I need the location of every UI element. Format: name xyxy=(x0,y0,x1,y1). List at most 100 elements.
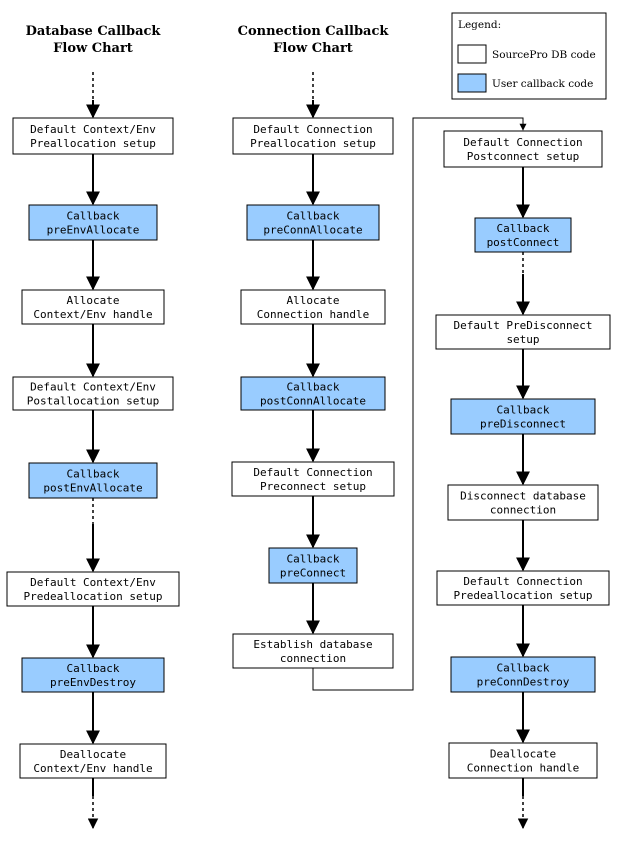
box-label-line: Deallocate xyxy=(490,748,556,761)
box-rect xyxy=(12,117,174,155)
box-label-line: Allocate xyxy=(287,294,340,307)
box-label-line: postEnvAllocate xyxy=(43,482,142,495)
box-label-line: Default Context/Env xyxy=(30,381,156,394)
column-title: Flow Chart xyxy=(53,41,133,56)
box-label-line: Default Connection xyxy=(253,466,372,479)
box-label-line: Callback xyxy=(287,210,340,223)
box-rect xyxy=(450,656,596,693)
box-label-line: preConnAllocate xyxy=(263,224,362,237)
box-label-line: preConnect xyxy=(280,567,346,580)
box-label-line: Default Connection xyxy=(463,575,582,588)
box-rect xyxy=(443,130,603,168)
box-label-line: Preconnect setup xyxy=(260,480,366,493)
box-label-line: Default Connection xyxy=(463,136,582,149)
box-label-line: connection xyxy=(490,504,556,517)
box-rect xyxy=(447,484,599,521)
box-rect xyxy=(28,204,158,241)
box-label-line: Callback xyxy=(497,662,550,675)
box-label-line: Default Connection xyxy=(253,123,372,136)
box-rect xyxy=(28,462,158,499)
box-label-line: Context/Env handle xyxy=(33,762,152,775)
box-label-line: Callback xyxy=(287,381,340,394)
box-rect xyxy=(448,742,598,779)
box-label-line: Callback xyxy=(67,662,120,675)
box-rect xyxy=(19,743,167,779)
box-label-line: Callback xyxy=(497,222,550,235)
box-label-line: preEnvAllocate xyxy=(47,224,140,237)
box-label-line: Establish database xyxy=(253,638,372,651)
box-label-line: preDisconnect xyxy=(480,418,566,431)
column-title: Flow Chart xyxy=(273,41,353,56)
box-rect xyxy=(268,547,358,584)
box-label-line: Connection handle xyxy=(467,762,580,775)
legend-swatch xyxy=(457,73,487,93)
box-label-line: Default Context/Env xyxy=(30,576,156,589)
box-rect xyxy=(450,398,596,435)
legend-title: Legend: xyxy=(458,19,501,31)
box-label-line: Context/Env handle xyxy=(33,308,152,321)
box-rect xyxy=(231,461,395,497)
column-title: Connection Callback xyxy=(238,24,390,39)
legend-item-label: SourcePro DB code xyxy=(492,49,596,61)
box-rect xyxy=(12,376,174,411)
box-label-line: Callback xyxy=(497,404,550,417)
box-label-line: postConnect xyxy=(487,236,560,249)
box-rect xyxy=(436,570,610,606)
box-rect xyxy=(435,314,611,350)
box-rect xyxy=(240,289,386,325)
box-label-line: Postconnect setup xyxy=(467,150,580,163)
box-label-line: postConnAllocate xyxy=(260,395,366,408)
box-label-line: preConnDestroy xyxy=(477,676,570,689)
column-title: Database Callback xyxy=(26,24,162,39)
box-label-line: Preallocation setup xyxy=(30,137,156,150)
box-label-line: Callback xyxy=(287,553,340,566)
box-label-line: Disconnect database xyxy=(460,490,586,503)
box-label-line: Default PreDisconnect xyxy=(453,319,592,332)
legend-item-label: User callback code xyxy=(492,78,593,90)
box-label-line: Postallocation setup xyxy=(27,395,159,408)
box-rect xyxy=(246,204,380,241)
box-label-line: preEnvDestroy xyxy=(50,676,136,689)
box-label-line: connection xyxy=(280,652,346,665)
box-rect xyxy=(232,633,394,669)
box-rect xyxy=(6,571,180,607)
cross-column-connector xyxy=(312,117,527,691)
box-label-line: setup xyxy=(506,333,539,346)
box-rect xyxy=(21,657,165,693)
box-label-line: Preallocation setup xyxy=(250,137,376,150)
box-label-line: Connection handle xyxy=(257,308,370,321)
box-label-line: Callback xyxy=(67,468,120,481)
box-label-line: Callback xyxy=(67,210,120,223)
box-label-line: Predeallocation setup xyxy=(453,589,592,602)
box-rect xyxy=(232,117,394,155)
box-label-line: Predeallocation setup xyxy=(23,590,162,603)
box-rect xyxy=(21,289,165,325)
connector-lines xyxy=(86,72,530,830)
